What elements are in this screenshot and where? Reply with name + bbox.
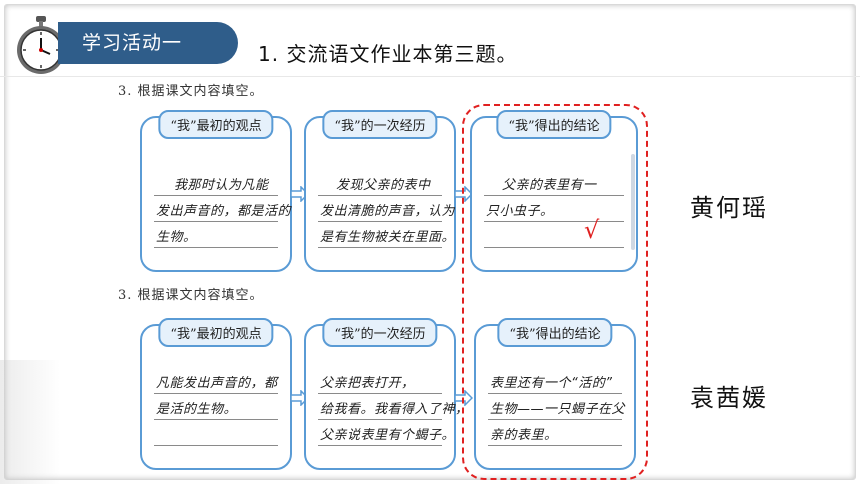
answer-text: 发出清脆的声音，认为 <box>320 204 456 219</box>
check-mark: √ <box>584 216 600 244</box>
answer-text: 只小虫子。 <box>486 204 554 219</box>
answer-text: 父亲的表里有一 <box>502 178 597 193</box>
card-heading: “我”的一次经历 <box>322 110 438 139</box>
activity-tag: 学习活动一 <box>58 22 238 64</box>
answer-text: 我那时认为凡能 <box>174 178 269 193</box>
worksheet-1-card-conclusion: “我”得出的结论 父亲的表里有一 只小虫子。 <box>470 110 638 272</box>
card-heading: “我”的一次经历 <box>322 318 438 347</box>
scrollbar[interactable] <box>631 154 635 250</box>
conclusion-highlight <box>462 104 648 480</box>
answer-text: 发现父亲的表中 <box>336 178 431 193</box>
answer-text: 凡能发出声音的，都 <box>156 376 278 391</box>
card-heading: “我”最初的观点 <box>158 318 274 347</box>
answer-text: 生物。 <box>156 230 197 245</box>
header-rule <box>0 76 860 77</box>
worksheet-1-label: 3. 根据课文内容填空。 <box>118 84 264 99</box>
task-title: 1. 交流语文作业本第三题。 <box>258 42 518 66</box>
worksheet-2-card-initial-view: “我”最初的观点 凡能发出声音的，都 是活的生物。 <box>140 318 292 470</box>
answer-text: 是活的生物。 <box>156 402 238 417</box>
answer-text: 发出声音的，都是活的 <box>156 204 292 219</box>
answer-text: 亲的表里。 <box>490 428 558 443</box>
answer-text: 给我看。我看得入了神， <box>320 402 469 417</box>
answer-text: 父亲把表打开， <box>320 376 415 391</box>
corner-shade <box>0 360 60 484</box>
worksheet-2-card-conclusion: “我”得出的结论 表里还有一个“活的” 生物——一只蝎子在父 亲的表里。 <box>474 318 636 470</box>
student-name-2: 袁茜媛 <box>690 384 768 412</box>
slide-frame <box>4 4 856 480</box>
worksheet-1-card-experience: “我”的一次经历 发现父亲的表中 发出清脆的声音，认为 是有生物被关在里面。 <box>304 110 456 272</box>
card-heading: “我”最初的观点 <box>158 110 274 139</box>
answer-text: 是有生物被关在里面。 <box>320 230 456 245</box>
answer-text: 表里还有一个“活的” <box>490 376 613 391</box>
student-name-1: 黄何瑶 <box>690 194 768 222</box>
card-heading: “我”得出的结论 <box>496 110 612 139</box>
answer-text: 父亲说表里有个蝎子。 <box>320 428 456 443</box>
worksheet-1-card-initial-view: “我”最初的观点 我那时认为凡能 发出声音的，都是活的 生物。 <box>140 110 292 272</box>
card-heading: “我”得出的结论 <box>497 318 613 347</box>
worksheet-2-label: 3. 根据课文内容填空。 <box>118 288 264 303</box>
worksheet-2-card-experience: “我”的一次经历 父亲把表打开， 给我看。我看得入了神， 父亲说表里有个蝎子。 <box>304 318 468 470</box>
alarm-clock-icon <box>17 16 65 74</box>
answer-text: 生物——一只蝎子在父 <box>490 402 626 417</box>
